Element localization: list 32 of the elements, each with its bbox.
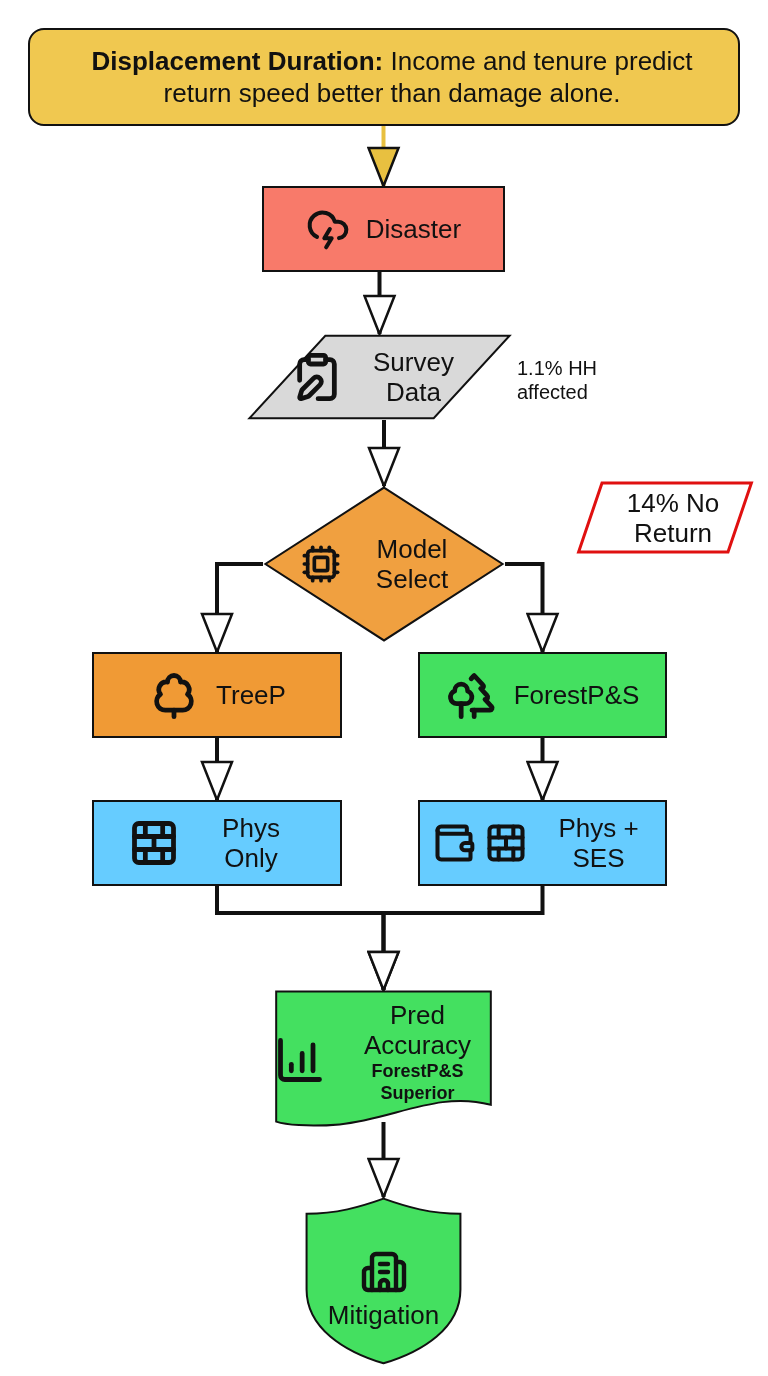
block-arrow (200, 562, 263, 654)
block-arrow (367, 1122, 400, 1199)
block-arrow (200, 738, 234, 802)
node-label: Mitigation (327, 1300, 440, 1330)
node-label: Phys Only (221, 813, 281, 873)
node-subtitle: ForestP&S Superior (370, 1060, 465, 1104)
block-arrow (367, 126, 400, 188)
document-shape (274, 990, 493, 1130)
node-label: Phys + SES (557, 813, 640, 873)
process-box (92, 652, 342, 738)
title-banner (28, 28, 740, 126)
block-arrow (367, 420, 401, 488)
node-label: Pred Accuracy (363, 1000, 472, 1060)
node-label: Disaster (365, 214, 462, 244)
node-label: Survey Data (372, 347, 455, 407)
decision-diamond (263, 486, 505, 642)
node-label: TreeP (216, 680, 286, 710)
block-arrow (367, 886, 545, 992)
process-box (262, 186, 505, 272)
process-box (92, 800, 342, 886)
note-parallelogram (575, 480, 755, 555)
node-annotation: 1.1% HH affected (517, 356, 599, 404)
process-box (418, 800, 667, 886)
process-box (418, 652, 667, 738)
node-label: Model Select (374, 534, 450, 594)
block-arrow (363, 272, 396, 336)
node-label: ForestP&S (513, 680, 640, 710)
node-label: 14% No Return (625, 487, 721, 548)
shield-shape (305, 1197, 462, 1365)
block-arrow (505, 562, 559, 654)
node-label: Displacement Duration: Income and tenure predict return speed better than damage alone. (90, 45, 694, 109)
block-arrow (526, 738, 559, 802)
